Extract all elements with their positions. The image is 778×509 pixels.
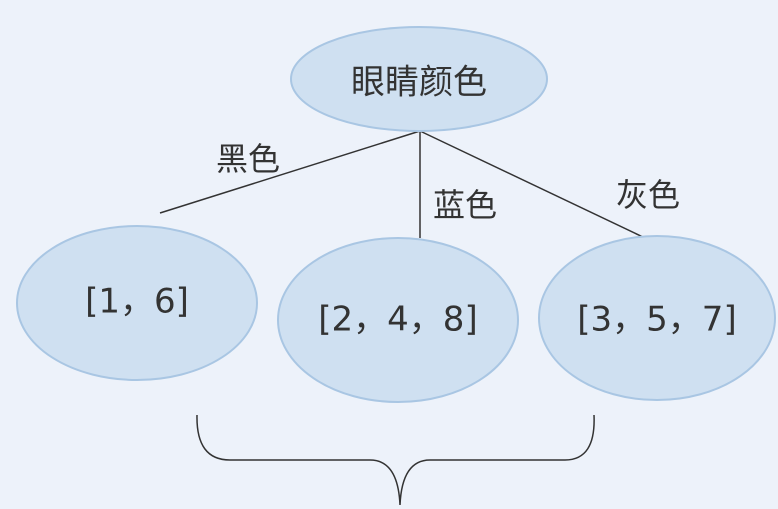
edge-label-gray: 灰色 [615, 176, 681, 214]
edge-label-black: 黑色 [215, 140, 281, 178]
root-node [290, 26, 548, 132]
edge-line-gray [419, 130, 646, 239]
child-label-2: [2，4，8] [318, 299, 478, 340]
child-node-3 [538, 235, 776, 401]
curly-brace [196, 414, 595, 506]
root-label: 眼睛颜色 [351, 62, 487, 103]
edge-line-black [159, 130, 421, 214]
child-label-1: [1，6] [85, 281, 189, 322]
child-label-3: [3，5，7] [577, 299, 737, 340]
edge-label-blue: 蓝色 [432, 186, 498, 224]
child-node-2 [277, 237, 519, 403]
child-node-1 [16, 225, 258, 381]
